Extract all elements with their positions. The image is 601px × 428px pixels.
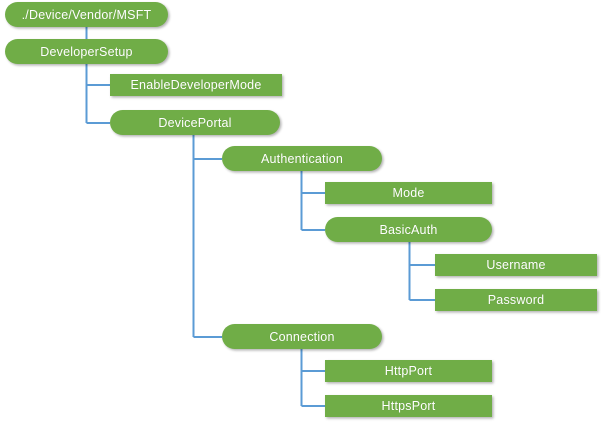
node-label-httpport: HttpPort — [384, 364, 433, 378]
node-connection[interactable]: Connection — [222, 324, 382, 349]
node-username[interactable]: Username — [435, 254, 597, 276]
node-mode[interactable]: Mode — [325, 182, 492, 204]
node-authentication[interactable]: Authentication — [222, 146, 382, 171]
node-httpport[interactable]: HttpPort — [325, 360, 492, 382]
node-label-authentication: Authentication — [260, 151, 344, 166]
node-label-deviceportal: DevicePortal — [158, 115, 232, 130]
node-label-password: Password — [487, 293, 545, 307]
node-deviceportal[interactable]: DevicePortal — [110, 110, 280, 135]
node-label-enabledevelopermode: EnableDeveloperMode — [130, 78, 262, 92]
node-basicauth[interactable]: BasicAuth — [325, 217, 492, 242]
node-label-developersetup: DeveloperSetup — [40, 44, 133, 59]
node-label-root: ./Device/Vendor/MSFT — [21, 7, 152, 22]
node-password[interactable]: Password — [435, 289, 597, 311]
node-label-mode: Mode — [392, 186, 425, 200]
node-label-connection: Connection — [269, 329, 335, 344]
node-enabledevelopermode[interactable]: EnableDeveloperMode — [110, 74, 282, 96]
node-label-basicauth: BasicAuth — [379, 222, 438, 237]
node-label-username: Username — [486, 258, 546, 272]
node-root[interactable]: ./Device/Vendor/MSFT — [5, 2, 168, 27]
node-developersetup[interactable]: DeveloperSetup — [5, 39, 168, 64]
node-label-httpsport: HttpsPort — [381, 399, 436, 413]
node-httpsport[interactable]: HttpsPort — [325, 395, 492, 417]
